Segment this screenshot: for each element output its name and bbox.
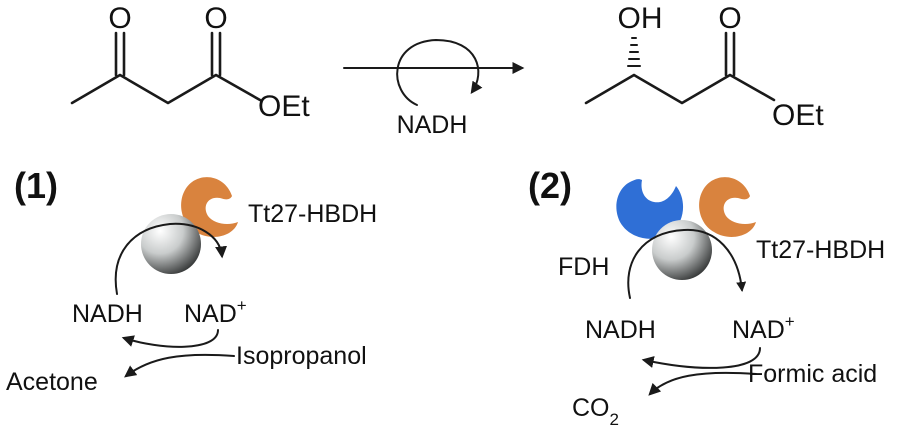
panel-2-nad-label: NAD+ [732, 312, 795, 344]
panel-1-label: (1) [14, 165, 58, 206]
panel-2-coproduct-label: CO2 [572, 394, 619, 429]
panel-2-fdh-label: FDH [558, 253, 609, 281]
product-ester-oxygen: O [718, 2, 741, 35]
panel-1-nad-label: NAD+ [184, 296, 247, 328]
bead-icon [141, 214, 201, 274]
product-structure: OH O OEt [584, 2, 824, 132]
product-ethoxy-group: OEt [772, 99, 824, 132]
fdh-enzyme-icon [616, 179, 684, 239]
panel-1-cosubstrate-label: Isopropanol [236, 342, 367, 370]
product-hydroxyl-group: OH [618, 2, 663, 35]
panel-1-enzyme-label: Tt27-HBDH [248, 200, 377, 228]
reactant-structure: O O OEt [70, 2, 310, 123]
panel-2-nadh-label: NADH [585, 316, 656, 344]
panel-2-label: (2) [528, 165, 572, 206]
panel-1-nadh-label: NADH [72, 300, 143, 328]
panel-2: (2) FDH Tt27-HBDH NADH NAD+ Formic acid … [528, 165, 885, 429]
reaction-arrow: NADH [343, 39, 525, 139]
reactant-ester-oxygen: O [204, 2, 227, 35]
tt27-hbdh-enzyme-icon [699, 177, 756, 237]
bead-icon [652, 220, 712, 280]
panel-1-coproduct-label: Acetone [6, 368, 98, 396]
tt27-hbdh-enzyme-icon [181, 177, 238, 237]
reactant-ketone-oxygen: O [108, 2, 131, 35]
reaction-cofactor-label: NADH [397, 111, 468, 139]
panel-2-hbdh-label: Tt27-HBDH [756, 236, 885, 264]
panel-1: (1) Tt27-HBDH NADH NAD+ Isopropanol Acet… [6, 165, 377, 396]
reactant-ethoxy-group: OEt [258, 90, 310, 123]
panel-2-cosubstrate-label: Formic acid [748, 360, 877, 388]
